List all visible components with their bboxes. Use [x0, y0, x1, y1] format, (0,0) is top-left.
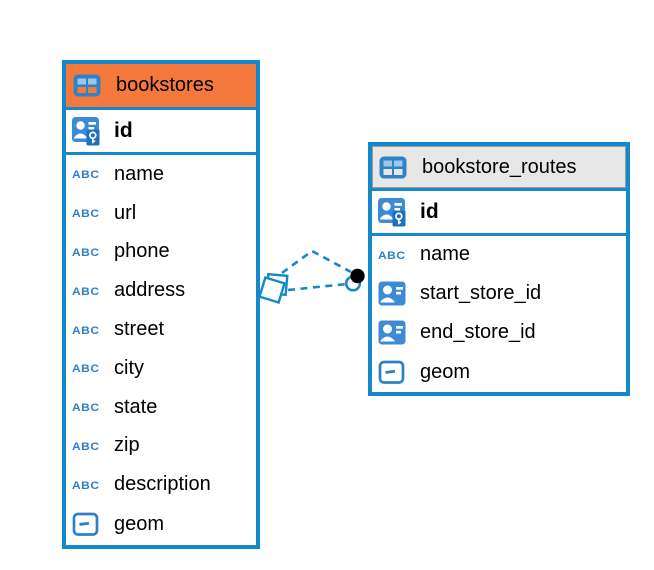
- text-type-icon: ABC: [72, 206, 100, 220]
- column-row-phone[interactable]: ABC phone: [66, 232, 256, 272]
- column-row-id[interactable]: id: [372, 191, 626, 236]
- column-row-street[interactable]: ABC street: [66, 310, 256, 349]
- column-row-url[interactable]: ABC url: [66, 193, 256, 233]
- primary-key-icon: [377, 197, 411, 228]
- column-name: phone: [114, 240, 170, 263]
- column-name: name: [420, 243, 471, 266]
- column-name: start_store_id: [420, 281, 542, 304]
- column-row-zip[interactable]: ABC zip: [66, 426, 256, 466]
- text-type-icon: ABC: [72, 400, 100, 414]
- column-name: description: [114, 473, 211, 496]
- table-title: bookstore_routes: [422, 155, 577, 178]
- foreign-key-icon: [378, 281, 412, 306]
- text-type-icon: ABC: [378, 248, 406, 262]
- foreign-key-icon: [378, 320, 412, 345]
- column-name: end_store_id: [420, 321, 536, 344]
- table-title: bookstores: [116, 74, 214, 96]
- table-bookstores-header[interactable]: bookstores: [66, 64, 256, 110]
- primary-key-icon: [71, 116, 105, 147]
- column-row-name[interactable]: ABC name: [372, 236, 626, 274]
- column-name: zip: [114, 434, 140, 457]
- column-row-id[interactable]: id: [66, 110, 256, 155]
- table-bookstores[interactable]: bookstores id ABC name ABC url ABC phone: [62, 60, 260, 549]
- column-name: geom: [114, 513, 165, 536]
- column-row-city[interactable]: ABC city: [66, 348, 256, 388]
- relationship-line-lower[interactable]: [287, 282, 348, 292]
- column-name: url: [114, 201, 137, 224]
- geometry-type-icon: [72, 512, 106, 537]
- geometry-type-icon: [378, 360, 412, 385]
- text-type-icon: ABC: [72, 478, 100, 492]
- column-name: city: [114, 356, 144, 379]
- column-name: geom: [420, 360, 471, 383]
- table-icon: [379, 156, 413, 179]
- column-row-geom[interactable]: geom: [66, 504, 256, 545]
- column-row-state[interactable]: ABC state: [66, 387, 256, 427]
- column-row-description[interactable]: ABC description: [66, 465, 256, 505]
- column-row-name[interactable]: ABC name: [66, 155, 256, 194]
- column-row-start-store-id[interactable]: start_store_id: [372, 273, 626, 313]
- table-icon: [73, 74, 107, 97]
- column-name: street: [114, 318, 165, 341]
- relationship-diamond-endpoint[interactable]: [258, 272, 289, 304]
- column-row-address[interactable]: ABC address: [66, 271, 256, 311]
- column-row-geom[interactable]: geom: [372, 352, 626, 392]
- table-bookstore-routes-header[interactable]: bookstore_routes: [372, 146, 626, 191]
- relationship-dot-endpoint[interactable]: [344, 268, 365, 292]
- primary-key-name: id: [114, 119, 133, 142]
- text-type-icon: ABC: [72, 322, 100, 337]
- primary-key-name: id: [420, 200, 439, 223]
- column-name: state: [114, 395, 158, 418]
- text-type-icon: ABC: [72, 167, 100, 182]
- column-row-end-store-id[interactable]: end_store_id: [372, 313, 626, 353]
- table-bookstore-routes[interactable]: bookstore_routes id ABC name: [368, 142, 630, 396]
- text-type-icon: ABC: [72, 439, 100, 453]
- column-name: name: [114, 162, 165, 185]
- text-type-icon: ABC: [72, 245, 100, 259]
- column-name: address: [114, 279, 186, 302]
- relationship-line-upper[interactable]: [281, 249, 352, 275]
- text-type-icon: ABC: [72, 284, 100, 298]
- text-type-icon: ABC: [72, 361, 100, 376]
